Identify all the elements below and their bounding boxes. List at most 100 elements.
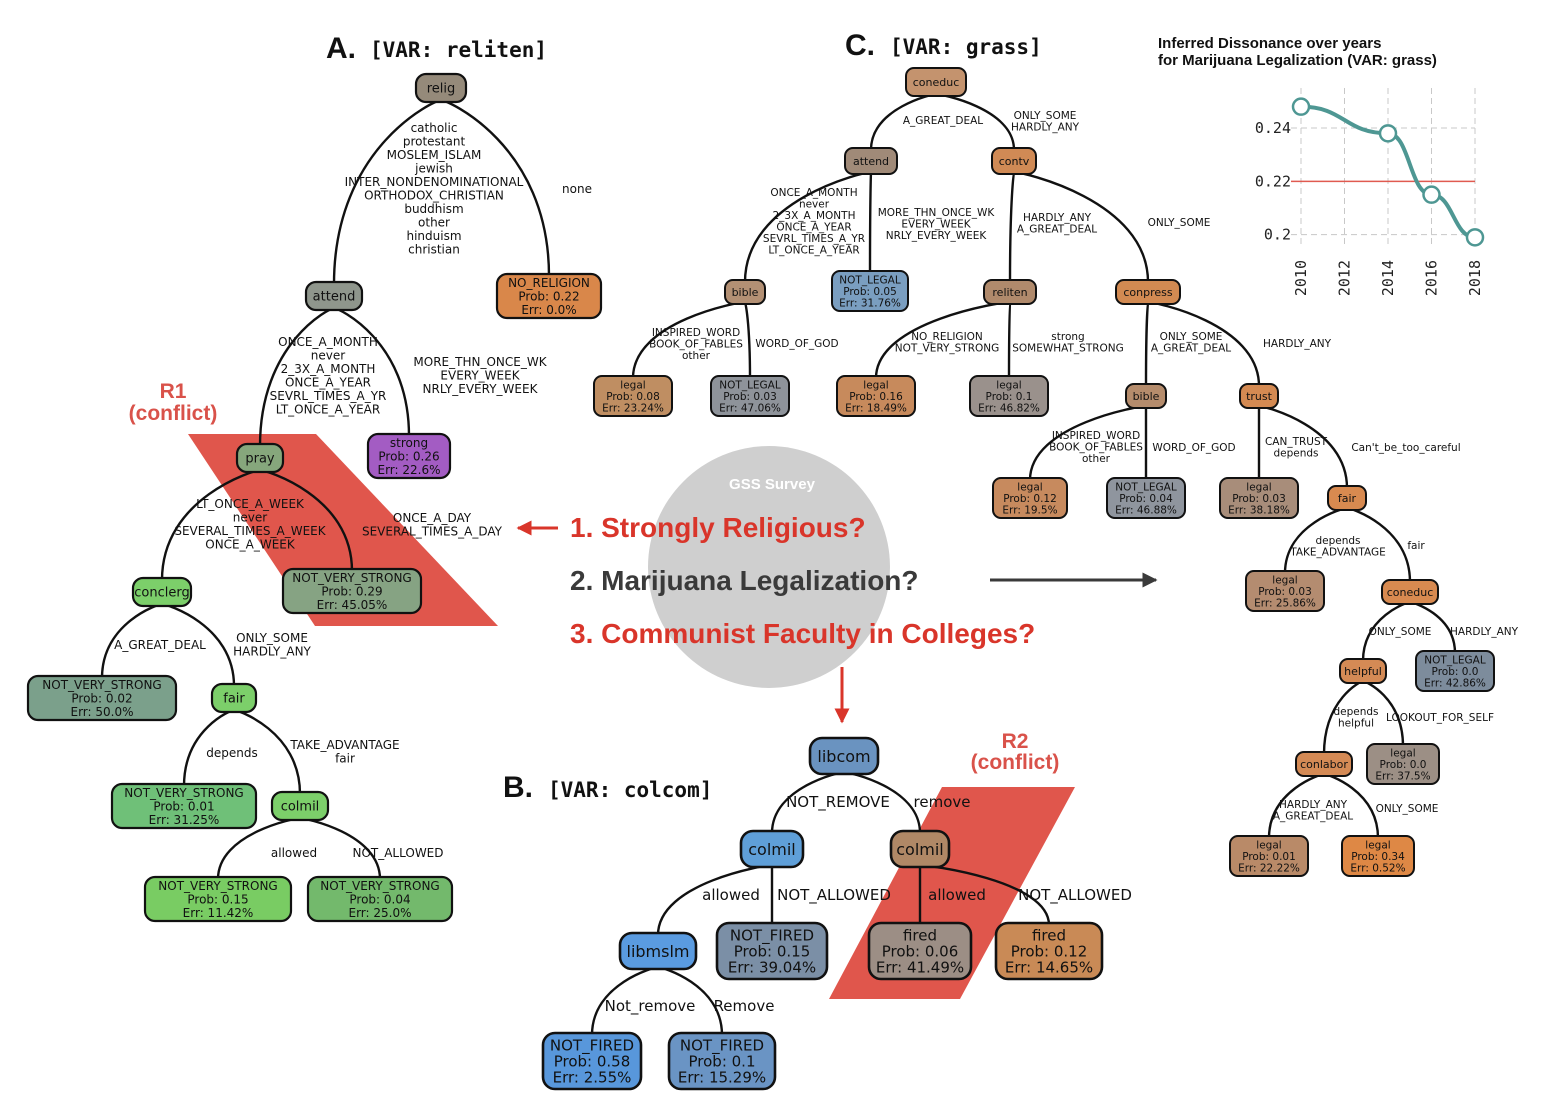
x-tick-label: 2016 — [1423, 260, 1441, 296]
node-box — [724, 279, 766, 305]
edge-label-c_e20: HARDLY_ANY — [1450, 626, 1519, 638]
conflict-r2-subtitle: (conflict) — [971, 751, 1060, 774]
node-box — [1295, 751, 1353, 777]
node-label: NOT_LEGAL — [1115, 481, 1177, 493]
edge-label-a_e1: hinduism — [406, 229, 461, 243]
node-box — [1415, 650, 1495, 692]
node-box — [1339, 658, 1387, 684]
node-stat: Err: 15.29% — [678, 1068, 766, 1086]
node-stat: Prob: 0.0 — [1380, 759, 1427, 771]
series-point — [1378, 124, 1398, 143]
conflict-r2-title: R2 — [1002, 730, 1029, 753]
tree-node-c_bible2: bible — [1125, 383, 1167, 409]
edge-label-b_e3: allowed — [702, 886, 760, 904]
node-label: NOT_VERY_STRONG — [158, 879, 277, 893]
chart-series — [1291, 97, 1485, 247]
edge-label-c_e15: CAN_TRUST — [1265, 436, 1328, 448]
node-box — [1239, 383, 1279, 409]
edge-label-a_e8: ONLY_SOME — [236, 631, 308, 645]
edge-label-c_e5: A_GREAT_DEAL — [1017, 224, 1097, 236]
node-label: NOT_VERY_STRONG — [42, 678, 161, 692]
edge-label-c_e11: ONLY_SOME — [1160, 331, 1223, 343]
tree-node-c_conlabor: conlabor — [1295, 751, 1353, 777]
edge-label-a_e4: NRLY_EVERY_WEEK — [423, 382, 539, 396]
x-tick-label: 2010 — [1292, 260, 1310, 296]
edge-label-a_e3: LT_ONCE_A_YEAR — [276, 403, 380, 417]
edge-c_contv-c_reliten — [1008, 170, 1016, 283]
y-tick-label: 0.24 — [1255, 119, 1291, 137]
edge-label-a_e3: ONCE_A_YEAR — [285, 376, 371, 390]
edge-label-c_e10: strong — [1051, 331, 1084, 343]
node-label: bible — [732, 286, 759, 299]
node-box — [905, 67, 967, 97]
node-stat: Prob: 0.04 — [349, 892, 410, 906]
chart-grid — [1291, 88, 1476, 248]
node-stat: Prob: 0.03 — [1258, 586, 1312, 598]
node-label: conlabor — [1300, 758, 1348, 771]
edge-label-c_e21: depends — [1333, 706, 1378, 718]
panel-b-var: [VAR: colcom] — [548, 778, 712, 802]
node-label: legal — [1256, 839, 1281, 851]
node-box — [593, 375, 673, 417]
node-box — [1115, 279, 1181, 305]
node-stat: Prob: 0.58 — [554, 1052, 631, 1070]
tree-node-b_libmslm: libmslm — [618, 931, 698, 971]
node-box — [1381, 579, 1439, 605]
node-stat: Err: 22.6% — [377, 463, 440, 477]
edge-label-b_e7: Not_remove — [605, 997, 696, 1016]
edge-label-a_e10: fair — [335, 752, 355, 766]
node-stat: Prob: 0.29 — [321, 584, 382, 598]
edge-label-c_e7: other — [682, 350, 711, 362]
node-label: colmil — [896, 840, 944, 859]
node-stat: Err: 31.25% — [149, 813, 220, 827]
node-stat: Err: 25.0% — [348, 906, 411, 920]
edge-label-c_e3: LT_ONCE_A_YEAR — [768, 245, 859, 257]
node-box — [270, 790, 330, 822]
series-line — [1300, 104, 1476, 240]
edge-label-b_e5: allowed — [928, 886, 986, 904]
node-label: coneduc — [1387, 586, 1434, 599]
edge-label-a_e12: NOT_ALLOWED — [352, 846, 443, 860]
edge-c_attend-c_notlegal1 — [868, 170, 873, 274]
node-box — [1229, 835, 1309, 877]
edge-label-a_e3: SEVRL_TIMES_A_YR — [270, 389, 387, 403]
node-stat: Err: 42.86% — [1424, 677, 1486, 689]
tree-node-a_attend: attend — [304, 280, 364, 312]
edge-label-a_e5: ONCE_A_WEEK — [205, 538, 296, 552]
chart-subtitle: for Marijuana Legalization (VAR: grass) — [1158, 52, 1437, 69]
node-stat: Err: 22.22% — [1238, 862, 1300, 874]
edge-label-a_e1: christian — [408, 243, 460, 257]
gss-survey-circle — [648, 446, 890, 688]
panel-c-var: [VAR: grass] — [890, 35, 1042, 59]
node-stat: Prob: 0.01 — [153, 799, 214, 813]
node-box — [541, 1031, 643, 1091]
node-stat: Err: 0.52% — [1350, 862, 1405, 874]
tree-node-a_relig: relig — [414, 72, 468, 104]
tree-node-c_attend: attend — [844, 147, 898, 175]
edge-label-c_e3: ONCE_A_YEAR — [776, 222, 851, 234]
node-label: helpful — [1344, 665, 1382, 678]
edge-label-c_e17: TAKE_ADVANTAGE — [1289, 547, 1386, 559]
node-stat: Err: 50.0% — [70, 705, 133, 719]
node-box — [831, 270, 909, 312]
edge-label-c_e3: ONCE_A_MONTH — [770, 187, 857, 199]
node-box — [414, 72, 468, 104]
node-box — [495, 272, 603, 320]
node-box — [366, 432, 452, 480]
edge-label-a_e3: ONCE_A_MONTH — [278, 335, 378, 349]
edge-label-a_e1: protestant — [403, 135, 466, 149]
node-label: legal — [1272, 574, 1297, 586]
